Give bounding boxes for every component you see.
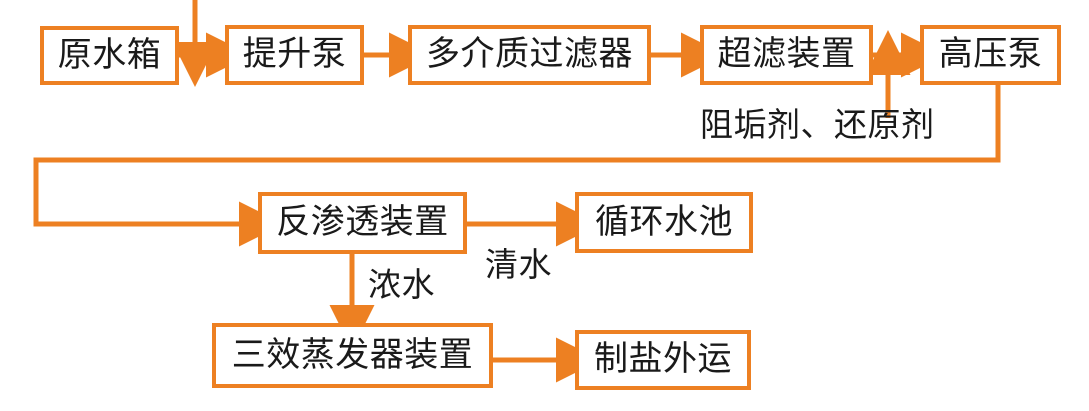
node-label: 反渗透装置 bbox=[276, 203, 449, 241]
node-label: 提升泵 bbox=[242, 35, 347, 73]
node-raw-water-tank[interactable]: 原水箱 bbox=[40, 26, 179, 85]
node-triple-effect-evaporator[interactable]: 三效蒸发器装置 bbox=[212, 323, 493, 388]
node-label: 多介质过滤器 bbox=[426, 35, 633, 73]
node-reverse-osmosis-unit[interactable]: 反渗透装置 bbox=[258, 192, 467, 254]
node-ultrafiltration-unit[interactable]: 超滤装置 bbox=[700, 25, 873, 85]
node-label: 高压泵 bbox=[938, 35, 1043, 73]
high-pressure-pump-to-reverse-osmosis-connector bbox=[33, 85, 1001, 247]
node-label: 三效蒸发器装置 bbox=[231, 335, 474, 374]
node-label: 制盐外运 bbox=[594, 340, 732, 378]
node-salt-production-export[interactable]: 制盐外运 bbox=[575, 330, 751, 390]
node-high-pressure-pump[interactable]: 高压泵 bbox=[920, 25, 1061, 85]
node-lift-pump[interactable]: 提升泵 bbox=[225, 25, 364, 85]
node-circulating-water-pool[interactable]: 循环水池 bbox=[575, 192, 753, 253]
edge-label-scale-inhibitor-reducer: 阻垢剂、还原剂 bbox=[700, 106, 935, 143]
node-label: 循环水池 bbox=[595, 202, 733, 241]
node-label: 原水箱 bbox=[57, 35, 162, 74]
node-label: 超滤装置 bbox=[717, 35, 856, 73]
edge-label-concentrated-water: 浓水 bbox=[368, 266, 435, 303]
edge-label-clean-water: 清水 bbox=[485, 246, 552, 283]
node-multimedia-filter[interactable]: 多介质过滤器 bbox=[408, 25, 651, 85]
